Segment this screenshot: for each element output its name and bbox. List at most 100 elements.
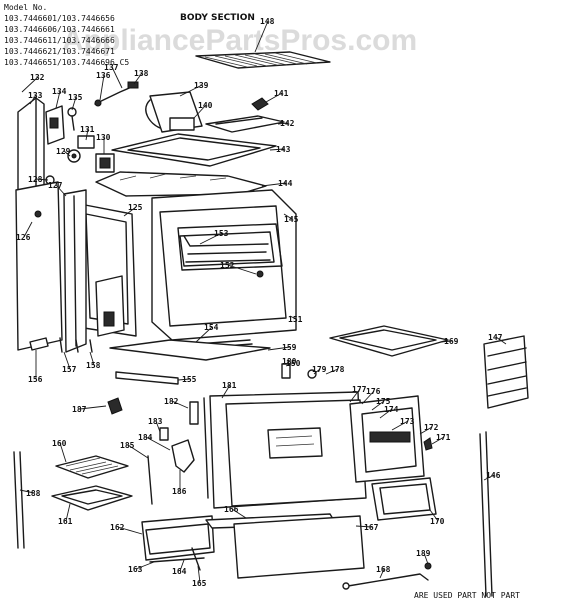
leader-line-180 bbox=[285, 360, 291, 365]
leader-line-167 bbox=[355, 525, 373, 528]
callout-144: 144 bbox=[278, 179, 293, 188]
callout-160: 160 bbox=[52, 439, 67, 448]
part-165-bracket bbox=[95, 275, 125, 337]
leader-line-151 bbox=[289, 315, 297, 320]
callout-129: 129 bbox=[56, 147, 71, 156]
leader-line-158 bbox=[89, 351, 95, 366]
callout-132: 132 bbox=[30, 73, 45, 82]
leader-line-182 bbox=[171, 400, 189, 409]
part-127-frame bbox=[63, 189, 87, 353]
callout-172: 172 bbox=[424, 423, 439, 432]
model-line-5: 103.7446651/103.7446696 C5 bbox=[4, 58, 129, 67]
part-126-side-panel bbox=[15, 181, 63, 351]
leader-line-163 bbox=[135, 561, 155, 570]
callout-169: 169 bbox=[444, 337, 459, 346]
part-142-trim bbox=[205, 115, 285, 133]
model-line-1: 103.7446601/103.7446656 bbox=[4, 14, 115, 23]
callout-168: 168 bbox=[376, 565, 391, 574]
leader-line-165 bbox=[197, 565, 201, 584]
part-169-broiler-pan bbox=[329, 325, 449, 357]
callout-167: 167 bbox=[364, 523, 379, 532]
callout-182: 182 bbox=[164, 397, 179, 406]
part-187-knob bbox=[107, 397, 123, 415]
callout-131: 131 bbox=[80, 125, 95, 134]
part-136-137-harness bbox=[94, 81, 139, 107]
part-143-top-frame bbox=[111, 133, 277, 167]
part-129-gear bbox=[67, 149, 81, 163]
leader-line-152 bbox=[227, 264, 257, 275]
leader-line-138 bbox=[133, 72, 143, 85]
leader-line-133 bbox=[29, 94, 37, 105]
callout-153: 153 bbox=[214, 229, 229, 238]
leader-line-146 bbox=[483, 474, 495, 481]
callout-141: 141 bbox=[274, 89, 289, 98]
callout-157: 157 bbox=[62, 365, 77, 374]
leader-line-174 bbox=[379, 408, 393, 419]
part-144-manifold-panel bbox=[95, 171, 267, 197]
callout-179: 179 bbox=[312, 365, 327, 374]
part-147-louver-panel bbox=[483, 335, 529, 409]
leader-line-168 bbox=[379, 568, 385, 579]
part-156-157-158-159-hinges bbox=[29, 337, 93, 353]
model-line-4: 103.7446621/103.7446671 bbox=[4, 47, 115, 56]
leader-line-184 bbox=[145, 436, 171, 451]
leader-line-170 bbox=[429, 509, 439, 522]
leader-line-169 bbox=[439, 340, 453, 343]
part-182-hinge bbox=[189, 401, 199, 425]
leader-line-153 bbox=[199, 232, 223, 245]
callout-166: 166 bbox=[224, 505, 239, 514]
callout-155: 155 bbox=[182, 375, 197, 384]
part-148-rack-grille bbox=[195, 51, 331, 69]
callout-126: 126 bbox=[16, 233, 31, 242]
callout-127: 127 bbox=[48, 181, 63, 190]
part-146-side-strip bbox=[479, 431, 493, 597]
leader-line-177 bbox=[349, 388, 361, 403]
callout-145: 145 bbox=[284, 215, 299, 224]
callout-187: 187 bbox=[72, 405, 87, 414]
leader-line-143 bbox=[269, 148, 285, 151]
part-150-bottom-trim bbox=[109, 339, 271, 361]
callout-162: 162 bbox=[110, 523, 125, 532]
callout-150: 150 bbox=[286, 359, 301, 368]
model-line-3: 103.7446611/103.7446666 bbox=[4, 36, 115, 45]
callout-165: 165 bbox=[192, 579, 207, 588]
callout-138: 138 bbox=[134, 69, 149, 78]
leader-line-125 bbox=[123, 206, 137, 217]
callout-170: 170 bbox=[430, 517, 445, 526]
callout-177: 177 bbox=[352, 385, 367, 394]
part-1xx-side-trim bbox=[13, 451, 25, 549]
watermark: AppliancePartsPros.com bbox=[62, 24, 417, 57]
model-header: Model No. 103.7446601/103.7446656 103.74… bbox=[4, 3, 255, 67]
leader-line-166 bbox=[231, 508, 247, 519]
leader-line-172 bbox=[419, 426, 433, 435]
callout-140: 140 bbox=[198, 101, 213, 110]
callout-156: 156 bbox=[28, 375, 43, 384]
part-172-178-door-assembly bbox=[349, 395, 425, 483]
callout-143: 143 bbox=[276, 145, 291, 154]
callout-146: 146 bbox=[486, 471, 501, 480]
part-181-oven-door bbox=[203, 391, 367, 509]
part-170-glass-panel bbox=[371, 477, 437, 521]
part-160-grid-pan bbox=[55, 455, 129, 479]
part-153-heating-element bbox=[183, 235, 271, 263]
part-171-screw bbox=[423, 437, 433, 451]
callout-128: 128 bbox=[28, 175, 43, 184]
leader-line-162 bbox=[117, 526, 143, 535]
part-139-140-thermostat-bracket bbox=[145, 91, 203, 133]
callout-139: 139 bbox=[194, 81, 209, 90]
part-135-clip bbox=[67, 107, 77, 131]
callout-154: 154 bbox=[204, 323, 219, 332]
leader-line-157 bbox=[63, 351, 71, 370]
leader-line-134 bbox=[55, 90, 61, 109]
callout-134: 134 bbox=[52, 87, 67, 96]
leader-line-164 bbox=[179, 559, 185, 572]
part-130-box bbox=[95, 153, 115, 173]
callout-133: 133 bbox=[28, 91, 43, 100]
callout-142: 142 bbox=[280, 119, 295, 128]
leader-line-188 bbox=[19, 489, 35, 494]
leader-line-176 bbox=[361, 390, 375, 405]
callout-188: 188 bbox=[26, 489, 41, 498]
callout-184: 184 bbox=[138, 433, 153, 442]
callout-130: 130 bbox=[96, 133, 111, 142]
